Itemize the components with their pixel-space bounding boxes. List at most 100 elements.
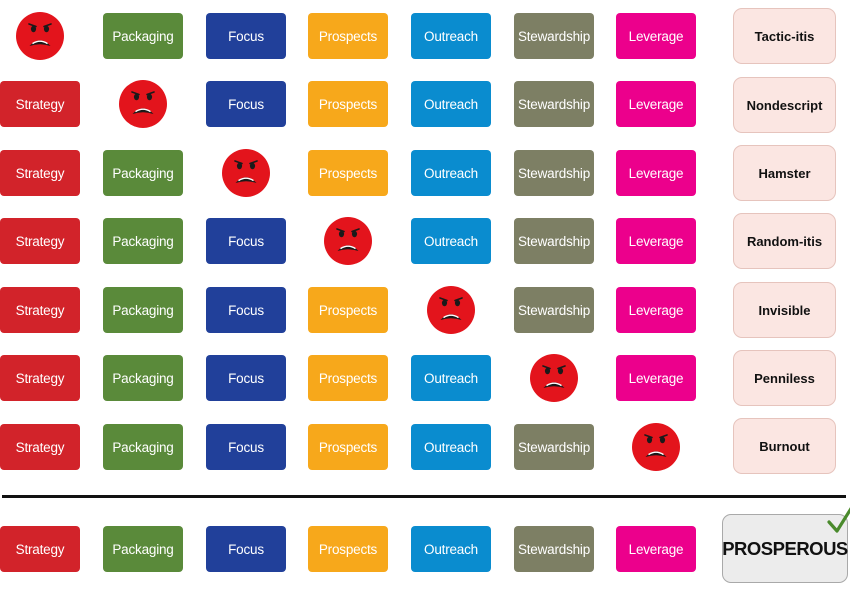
- tile-strategy: Strategy: [0, 287, 80, 333]
- tile-label: Prospects: [318, 302, 378, 318]
- tile-label: Focus: [228, 541, 264, 557]
- tile-strategy: Strategy: [0, 150, 80, 196]
- tile-prospects: Prospects: [308, 424, 388, 470]
- tile-label: Leverage: [628, 233, 684, 249]
- tile-label: Outreach: [424, 165, 478, 181]
- tile-label: Packaging: [112, 541, 174, 557]
- outcome-label: Penniless: [754, 370, 815, 386]
- tile-label: Focus: [228, 233, 264, 249]
- checkmark-icon: [827, 507, 850, 533]
- tile-label: Outreach: [424, 370, 478, 386]
- tile-focus: Focus: [206, 526, 286, 572]
- outcome-box: Hamster: [733, 145, 836, 201]
- tile-leverage: Leverage: [616, 13, 696, 59]
- tile-stewardship: Stewardship: [514, 424, 594, 470]
- divider-line: [2, 495, 846, 498]
- tile-label: Strategy: [15, 165, 65, 181]
- outcome-label: Hamster: [758, 165, 811, 181]
- tile-label: Focus: [228, 370, 264, 386]
- tile-packaging: Packaging: [103, 13, 183, 59]
- tile-label: Focus: [228, 302, 264, 318]
- tile-label: Prospects: [318, 370, 378, 386]
- tile-leverage: Leverage: [616, 81, 696, 127]
- outcome-label: Nondescript: [746, 97, 823, 113]
- tile-strategy: Strategy: [0, 218, 80, 264]
- tile-label: Outreach: [424, 28, 478, 44]
- tile-focus: Focus: [206, 13, 286, 59]
- tile-strategy: Strategy: [0, 355, 80, 401]
- tile-label: Leverage: [628, 541, 684, 557]
- angry-face-icon: [119, 80, 167, 128]
- tile-label: Stewardship: [517, 439, 591, 455]
- tile-outreach: Outreach: [411, 81, 491, 127]
- tile-leverage: Leverage: [616, 218, 696, 264]
- angry-face-icon: [427, 286, 475, 334]
- tile-strategy: Strategy: [0, 526, 80, 572]
- outcome-label: Invisible: [758, 302, 811, 318]
- tile-focus: Focus: [206, 287, 286, 333]
- tile-prospects: Prospects: [308, 13, 388, 59]
- tile-leverage: Leverage: [616, 287, 696, 333]
- tile-label: Strategy: [15, 439, 65, 455]
- tile-label: Strategy: [15, 96, 65, 112]
- tile-packaging: Packaging: [103, 355, 183, 401]
- outcome-box: Burnout: [733, 418, 836, 474]
- tile-focus: Focus: [206, 81, 286, 127]
- outcome-box: Nondescript: [733, 77, 836, 133]
- outcome-box: Tactic-itis: [733, 8, 836, 64]
- tile-label: Strategy: [15, 233, 65, 249]
- tile-label: Prospects: [318, 96, 378, 112]
- tile-focus: Focus: [206, 218, 286, 264]
- angry-face-icon: [324, 217, 372, 265]
- angry-face-icon: [632, 423, 680, 471]
- tile-outreach: Outreach: [411, 218, 491, 264]
- tile-outreach: Outreach: [411, 150, 491, 196]
- tile-label: Packaging: [112, 439, 174, 455]
- tile-prospects: Prospects: [308, 81, 388, 127]
- tile-label: Leverage: [628, 302, 684, 318]
- tile-label: Focus: [228, 96, 264, 112]
- tile-stewardship: Stewardship: [514, 218, 594, 264]
- tile-packaging: Packaging: [103, 218, 183, 264]
- tile-label: Stewardship: [517, 28, 591, 44]
- tile-stewardship: Stewardship: [514, 526, 594, 572]
- tile-leverage: Leverage: [616, 150, 696, 196]
- angry-face-icon: [222, 149, 270, 197]
- tile-packaging: Packaging: [103, 150, 183, 196]
- outcome-box: Random-itis: [733, 213, 836, 269]
- tile-label: Strategy: [15, 541, 65, 557]
- result-box-prosperous: PROSPEROUS: [722, 514, 848, 583]
- tile-label: Outreach: [424, 439, 478, 455]
- outcome-label: Burnout: [759, 438, 810, 454]
- tile-label: Leverage: [628, 28, 684, 44]
- tile-label: Outreach: [424, 96, 478, 112]
- tile-label: Focus: [228, 439, 264, 455]
- tile-label: Stewardship: [517, 165, 591, 181]
- tile-label: Stewardship: [517, 541, 591, 557]
- tile-label: Strategy: [15, 302, 65, 318]
- tile-stewardship: Stewardship: [514, 150, 594, 196]
- tile-outreach: Outreach: [411, 424, 491, 470]
- tile-strategy: Strategy: [0, 81, 80, 127]
- tile-outreach: Outreach: [411, 13, 491, 59]
- tile-packaging: Packaging: [103, 287, 183, 333]
- tile-label: Outreach: [424, 233, 478, 249]
- tile-focus: Focus: [206, 355, 286, 401]
- tile-outreach: Outreach: [411, 526, 491, 572]
- tile-label: Packaging: [112, 370, 174, 386]
- tile-label: Leverage: [628, 96, 684, 112]
- tile-label: Prospects: [318, 28, 378, 44]
- tile-label: Packaging: [112, 28, 174, 44]
- tile-label: Prospects: [318, 439, 378, 455]
- tile-packaging: Packaging: [103, 526, 183, 572]
- tile-stewardship: Stewardship: [514, 13, 594, 59]
- tile-outreach: Outreach: [411, 355, 491, 401]
- tile-packaging: Packaging: [103, 424, 183, 470]
- tile-label: Stewardship: [517, 233, 591, 249]
- tile-prospects: Prospects: [308, 287, 388, 333]
- tile-label: Leverage: [628, 165, 684, 181]
- tile-prospects: Prospects: [308, 526, 388, 572]
- tile-leverage: Leverage: [616, 355, 696, 401]
- tile-label: Stewardship: [517, 302, 591, 318]
- tile-label: Packaging: [112, 302, 174, 318]
